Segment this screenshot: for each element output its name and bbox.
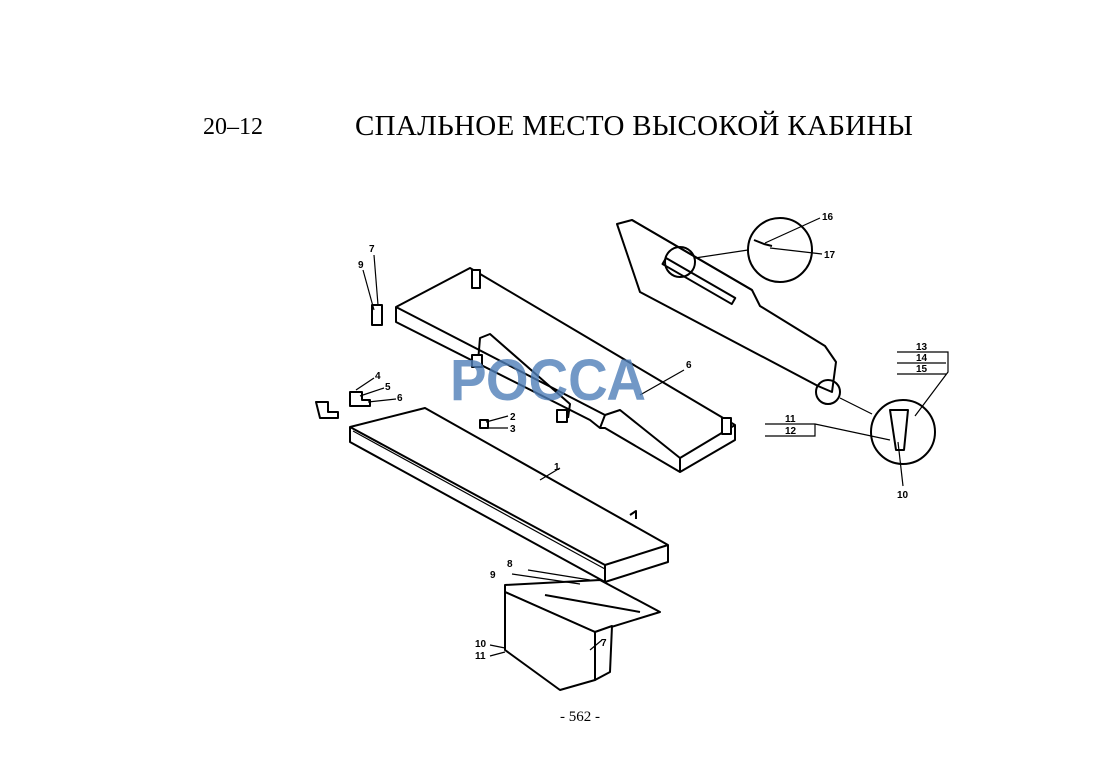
watermark-logo: РОССА [450,348,646,413]
callout-11: 11 [785,414,796,425]
page-number: - 562 - [560,709,600,725]
callout-9-drawer: 9 [490,570,496,581]
callout-7: 7 [369,244,375,255]
callout-6b: 6 [397,393,403,404]
callout-17: 17 [824,250,836,261]
callout-10: 10 [897,490,909,501]
callout-7-drawer: 7 [601,638,607,649]
drawer [489,569,661,691]
callout-14: 14 [916,353,928,364]
callout-8-drawer: 8 [507,559,513,570]
callout-12: 12 [785,426,797,437]
callout-4: 4 [375,371,381,382]
callout-16: 16 [822,212,834,223]
callout-10-drawer: 10 [475,639,487,650]
upper-bunk [362,254,736,473]
callout-2: 2 [510,412,516,423]
callout-1: 1 [554,462,560,473]
callout-13: 13 [916,342,928,353]
page-title: СПАЛЬНОЕ МЕСТО ВЫСОКОЙ КАБИНЫ [355,110,914,142]
lower-bunk [349,407,669,583]
callout-15: 15 [916,364,928,375]
callout-3: 3 [510,424,516,435]
callout-6: 6 [686,360,692,371]
section-number: 20–12 [203,114,263,140]
callout-11-drawer: 11 [475,651,486,662]
brackets [315,377,509,429]
side-panel [616,217,949,487]
callout-5: 5 [385,382,391,393]
callout-9: 9 [358,260,364,271]
